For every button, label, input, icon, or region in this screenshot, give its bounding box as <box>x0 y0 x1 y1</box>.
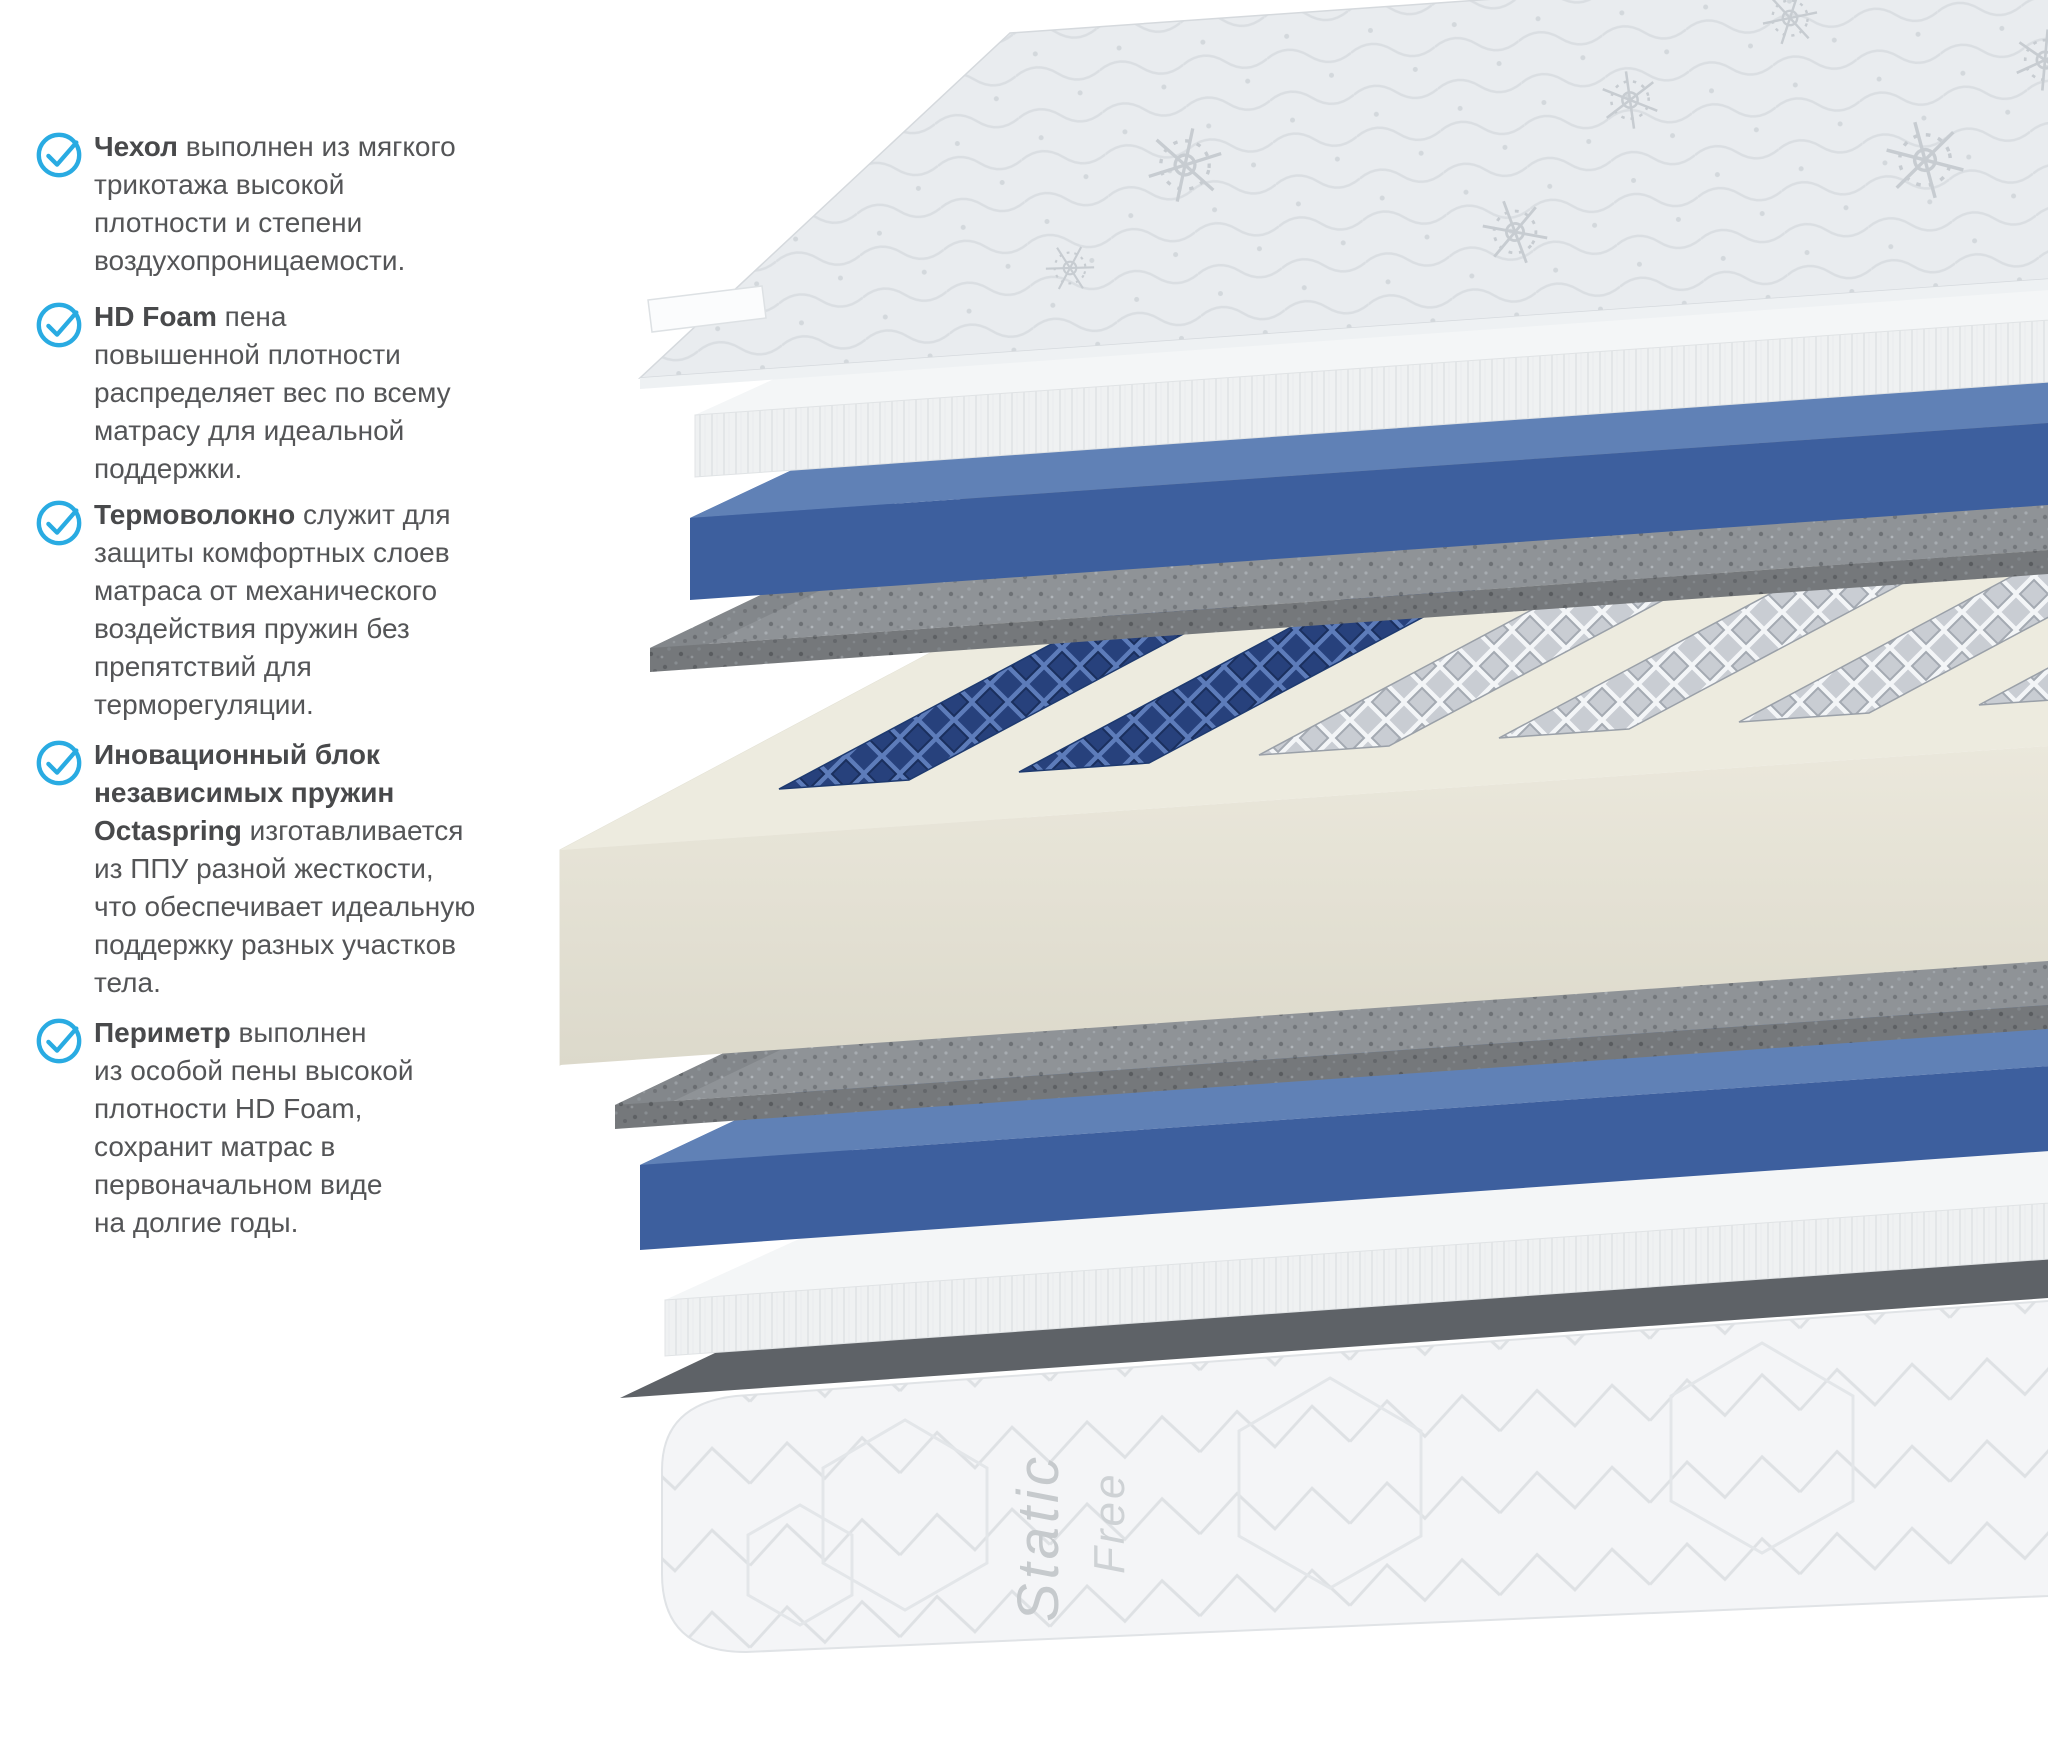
checklist-item-hd-foam: HD Foam пена повышенной плотности распре… <box>34 298 534 488</box>
spring-row-white <box>1978 667 2048 706</box>
checklist-item-thermofiber: Термоволокно служит для защиты комфортны… <box>34 496 534 724</box>
checklist-text: Чехол выполнен из мягкого трикотажа высо… <box>94 131 456 276</box>
checklist-text: Периметр выполнен из особой пены высокой… <box>94 1017 414 1238</box>
checklist-text: HD Foam пена повышенной плотности распре… <box>94 301 451 484</box>
care-tag <box>647 285 767 333</box>
side-label-free: Free <box>1085 1472 1134 1574</box>
checklist-text: Иновационный блок независимых пружин Oct… <box>94 739 476 998</box>
check-circle-icon <box>34 738 84 788</box>
spring-row-white <box>1738 556 2048 723</box>
checklist-text: Термоволокно служит для защиты комфортны… <box>94 499 451 720</box>
checklist-item-perimeter: Периметр выполнен из особой пены высокой… <box>34 1014 534 1242</box>
check-circle-icon <box>34 498 84 548</box>
cover-layer <box>637 0 2048 389</box>
checklist-item-cover: Чехол выполнен из мягкого трикотажа высо… <box>34 128 534 280</box>
side-label-static: Static <box>1006 1453 1071 1622</box>
hexagon-quilt-motif <box>746 1341 1855 1627</box>
base-layer: Static Free <box>620 1144 2048 1654</box>
checklist-item-octaspring: Иновационный блок независимых пружин Oct… <box>34 736 534 1002</box>
check-circle-icon <box>34 1016 84 1066</box>
check-circle-icon <box>34 300 84 350</box>
check-circle-icon <box>34 130 84 180</box>
